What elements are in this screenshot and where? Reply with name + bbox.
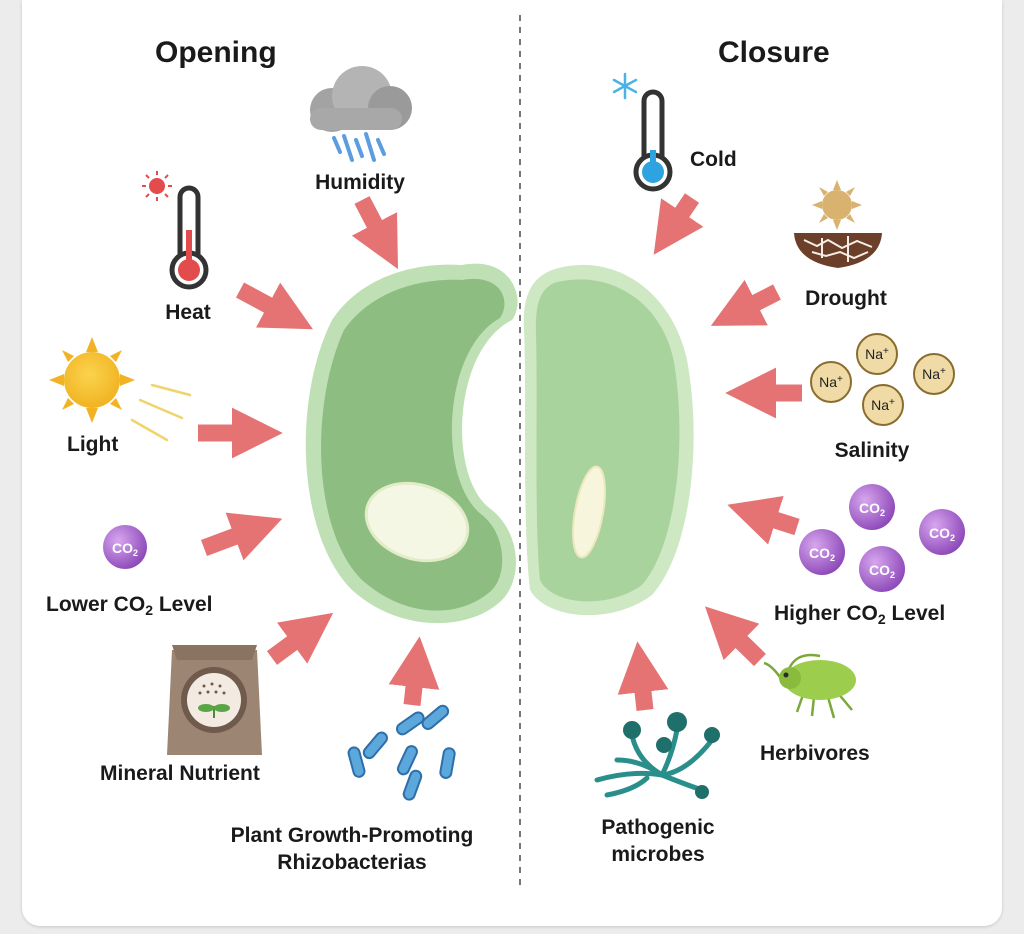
arrow-higher-co2 [727,495,800,545]
arrows [198,193,802,711]
arrow-drought [710,279,781,326]
na-ion [810,333,955,426]
arrow-lower-co2 [201,512,283,561]
label-drought: Drought [805,287,887,310]
arrow-cold [653,193,704,255]
svg-text:CO2: CO2 [929,525,955,543]
co2-molecule-icon: CO2 [103,525,147,569]
arrow-humidity [351,196,398,270]
label-humidity: Humidity [315,171,405,194]
svg-text:CO2: CO2 [809,545,835,563]
arrow-pathogenic [617,641,669,711]
label-pgpr-line1: Plant Growth-Promoting [230,824,474,847]
bacteria-icon [347,704,456,801]
label-herbivores: Herbivores [760,742,870,765]
label-higher-co2: Higher CO2 Level [774,602,946,627]
label-mineral-nutrient: Mineral Nutrient [100,762,260,785]
drought-icon [794,180,882,268]
label-pathogenic-line2: microbes [611,843,705,866]
label-light: Light [67,433,119,456]
fungus-icon [594,712,720,799]
vacuole-closed [572,465,606,559]
label-pathogenic-line1: Pathogenic [601,816,715,839]
svg-text:CO2: CO2 [112,540,138,558]
opening-title: Opening [155,36,277,69]
arrow-herbivores [704,606,766,667]
guard-cell-open [305,263,518,624]
cold-thermometer-icon [612,72,673,192]
sun-icon [49,337,192,442]
label-salinity: Salinity [834,439,910,462]
guard-cell-closed [523,264,694,616]
rain-cloud-icon [310,66,412,162]
arrow-pgpr [388,636,440,706]
hot-thermometer-icon [142,171,209,290]
closure-title: Closure [718,36,830,69]
vacuole-open [364,481,470,563]
diagram-artwork: CO2 [49,15,965,890]
arrow-mineral [266,612,334,665]
aphid-icon [763,653,856,719]
label-pathogenic-microbes: Pathogenic microbes [601,814,714,868]
fertilizer-bag-icon [167,645,262,755]
arrow-heat [235,282,313,330]
svg-text:CO2: CO2 [859,500,885,518]
label-lower-co2: Lower CO2 Level [46,593,213,618]
diagram-card: CO2 [22,0,1002,926]
label-pgpr-line2: Rhizobacterias [277,851,427,874]
label-heat: Heat [165,301,211,324]
co2-molecules-icon: CO2 CO2 CO2 CO2 [799,484,965,592]
svg-text:CO2: CO2 [869,562,895,580]
sodium-ions-icon: Na+ Na+ Na+ Na+ [810,333,955,426]
label-cold: Cold [690,148,737,171]
